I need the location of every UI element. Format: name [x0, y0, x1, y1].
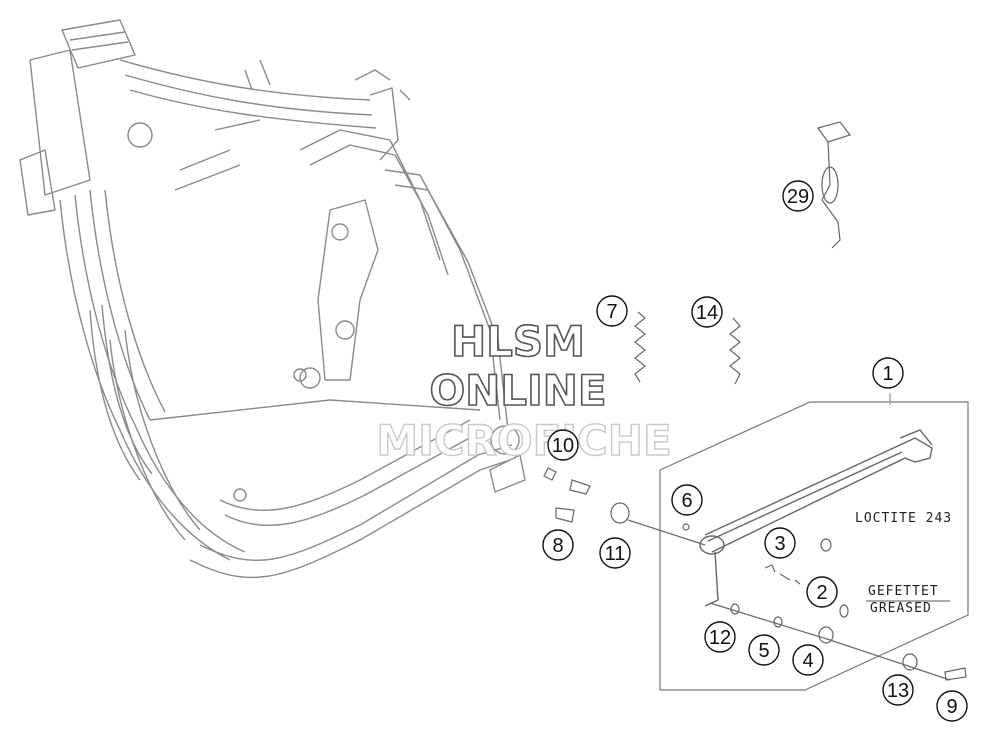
callout-12: 12	[704, 621, 736, 653]
callout-13: 13	[882, 674, 914, 706]
svg-text:13: 13	[887, 680, 909, 702]
svg-text:12: 12	[709, 627, 731, 649]
svg-text:6: 6	[681, 490, 692, 512]
side-stand-part	[699, 429, 933, 607]
svg-text:2: 2	[816, 582, 827, 604]
note-greased: GREASED	[870, 601, 932, 616]
callouts: 1 2 3 4 5 6 7 8 9 10 11 12 13 14 29	[542, 180, 968, 722]
frame-drawing	[19, 19, 526, 579]
callout-11: 11	[599, 537, 631, 569]
watermark-line2: ONLINE	[429, 366, 606, 415]
callout-29: 29	[782, 180, 814, 212]
hardware-parts	[543, 121, 967, 681]
callout-9: 9	[936, 690, 968, 722]
svg-text:11: 11	[605, 543, 626, 565]
svg-text:29: 29	[787, 186, 809, 208]
callout-4: 4	[792, 644, 824, 676]
callout-3: 3	[764, 527, 796, 559]
svg-text:14: 14	[696, 302, 718, 324]
callout-8: 8	[542, 529, 574, 561]
svg-text:5: 5	[758, 640, 769, 662]
callout-14: 14	[691, 296, 723, 328]
svg-text:8: 8	[552, 535, 563, 557]
callout-10: 10	[547, 429, 579, 461]
note-loctite: LOCTITE 243	[855, 511, 952, 526]
svg-text:7: 7	[606, 301, 617, 323]
watermark-line1: HLSM	[451, 317, 585, 366]
callout-2: 2	[806, 576, 838, 608]
callout-6: 6	[671, 484, 703, 516]
svg-text:9: 9	[946, 696, 957, 718]
svg-text:10: 10	[552, 435, 574, 457]
callout-5: 5	[748, 634, 780, 666]
callout-1: 1	[872, 357, 904, 389]
callout-7: 7	[596, 295, 628, 327]
svg-text:3: 3	[774, 533, 785, 555]
watermark-line3: MICROFICHE	[376, 416, 671, 465]
watermark: HLSM ONLINE MICROFICHE	[376, 316, 673, 466]
svg-text:4: 4	[802, 650, 813, 672]
svg-text:1: 1	[882, 363, 893, 385]
note-gefettet: GEFETTET	[868, 584, 939, 599]
